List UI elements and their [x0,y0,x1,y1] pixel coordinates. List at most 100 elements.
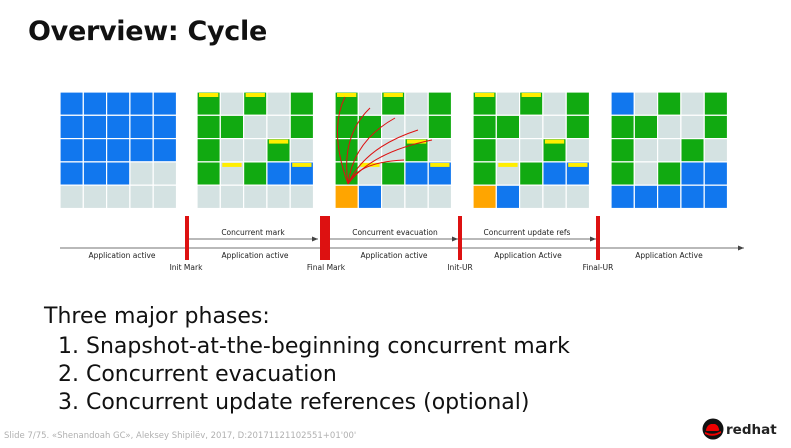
evacuation-arrow [347,117,396,185]
heap-region-cell [152,138,178,163]
heap-region-cell [680,114,705,140]
heap-region-cell [427,138,453,163]
phases-heading: Three major phases: [44,304,270,329]
heap-region-cell [219,138,245,163]
phase-item-update-refs: 3. Concurrent update references (optiona… [58,390,530,415]
heap-region-cell [381,161,406,186]
final-mark-label: Final Mark [307,263,346,272]
heap-region-cell [105,184,131,210]
gc-cycle-diagram: Concurrent mark Concurrent evacuation Co… [59,91,744,272]
final-ur-label: Final-UR [583,263,614,272]
heap-region-cell [542,161,567,186]
heap-region-cell [610,138,635,163]
heap-region-cell [266,114,291,140]
heap-region-cell [472,161,497,186]
heap-region-cell [610,161,635,186]
evacuation-arrows [337,96,433,185]
heap-region-cell [656,161,682,186]
heap-region-cell [703,184,729,210]
evacuation-arrow [337,96,349,185]
heap-region-cell [703,91,729,116]
heap-region-cell [472,184,497,210]
heap-region-cell [129,184,154,210]
heap-region-cell [495,91,521,116]
heap-region-cell [565,184,591,210]
final-ur-bar [596,216,600,260]
heap-region-cell [196,114,221,140]
heap-region-cell [680,184,705,210]
allocation-top-marker [360,162,380,167]
concurrent-update-refs-label: Concurrent update refs [484,228,571,237]
heap-region-cell [219,114,245,140]
allocation-top-marker [475,93,495,97]
allocation-top-marker [292,162,312,167]
phase-list: 1. Snapshot-at-the-beginning concurrent … [44,333,570,417]
heap-region-cell [82,161,108,186]
heap-region-cell [357,184,383,210]
allocation-top-marker [337,93,357,97]
heap-region-cell [152,91,178,116]
heap-region-cell [381,138,406,163]
heap-grid-final [610,91,729,210]
heap-region-cell [565,91,591,116]
heap-region-cell [266,184,291,210]
heap-region-cell [105,138,131,163]
heap-region-cell [495,114,521,140]
phase-item-evacuation: 2. Concurrent evacuation [58,362,337,387]
heap-region-cell [565,114,591,140]
heap-region-cell [289,91,315,116]
heap-region-cell [59,114,84,140]
heap-region-cell [105,161,131,186]
heap-region-cell [703,114,729,140]
heap-region-cell [289,184,315,210]
heap-region-cell [196,138,221,163]
heap-region-cell [427,114,453,140]
heap-region-cell [334,184,359,210]
heap-region-cell [129,161,154,186]
evacuation-arrow [346,107,371,185]
redhat-hat-icon [702,418,724,440]
heap-region-cell [495,138,521,163]
heap-region-cell [472,114,497,140]
heap-region-cell [152,114,178,140]
heap-grid-after-mark [196,91,315,210]
heap-region-cell [404,184,429,210]
application-active-label-3: Application active [360,251,427,260]
heap-region-cell [518,138,544,163]
heap-region-cell [243,161,268,186]
heap-region-cell [243,114,268,140]
heap-region-cell [129,114,154,140]
init-ur-bar [458,216,462,260]
slide-title: Overview: Cycle [28,16,267,47]
allocation-top-marker [430,162,450,167]
heap-region-cell [196,161,221,186]
heap-region-cell [427,184,453,210]
application-active-label-5: Application Active [635,251,703,260]
allocation-top-marker [222,162,242,167]
heap-grid-initial [59,91,178,210]
allocation-top-marker [568,162,588,167]
concurrent-mark-arrow-head [312,236,318,242]
heap-region-cell [680,138,705,163]
allocation-top-marker [498,162,518,167]
timeline-arrow-head [738,245,744,251]
heap-region-cell [243,138,268,163]
application-active-label-4: Application Active [494,251,562,260]
timeline: Concurrent mark Concurrent evacuation Co… [60,216,744,272]
heap-region-cell [518,161,544,186]
heap-region-cell [633,114,659,140]
concurrent-update-refs-arrow-head [590,236,596,242]
heap-region-cell [610,91,635,116]
heap-region-cell [472,138,497,163]
heap-grid-update-refs [472,91,591,210]
heap-region-cell [656,184,682,210]
heap-region-cell [129,91,154,116]
heap-region-cell [703,138,729,163]
heap-region-cell [404,91,429,116]
heap-region-cell [105,91,131,116]
heap-region-cell [381,184,406,210]
heap-region-cell [105,114,131,140]
heap-region-cell [266,91,291,116]
heap-region-cell [518,114,544,140]
heap-region-cell [404,114,429,140]
